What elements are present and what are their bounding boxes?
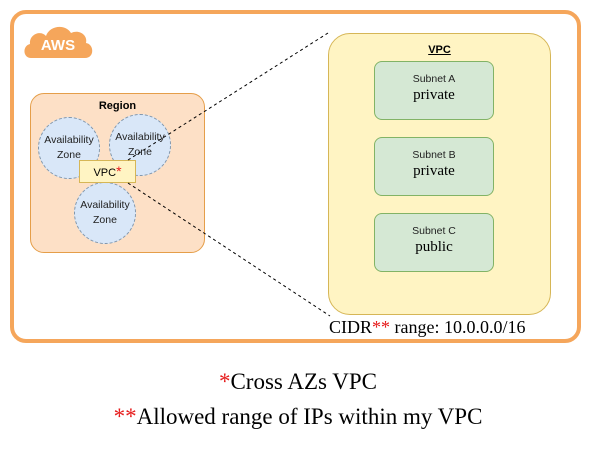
footnote-cross-az: *Cross AZs VPC [0,369,596,395]
footnote-text: Allowed range of IPs within my VPC [136,404,483,429]
cidr-range-label: CIDR** range: 10.0.0.0/16 [329,317,526,338]
connector-top-line [127,32,329,161]
cidr-range-text: range: 10.0.0.0/16 [390,317,526,337]
vpc-asterisk: * [116,163,122,179]
subnet-name: Subnet C [412,225,456,237]
subnet-type: private [413,163,455,179]
vpc-small-label: VPC [93,167,117,179]
subnet-type: public [415,239,453,255]
footnote-ip-range: **Allowed range of IPs within my VPC [0,404,596,430]
az-label-line2: Zone [93,214,117,226]
footnote-marker: * [218,369,231,394]
subnet-c: Subnet C public [374,213,494,272]
vpc-small-box: VPC* [79,160,136,183]
aws-cloud-icon: AWS [24,26,93,58]
subnet-name: Subnet B [412,149,456,161]
footnote-text: Cross AZs VPC [230,369,378,394]
aws-label: AWS [41,37,75,54]
subnet-type: private [413,87,455,103]
subnet-name: Subnet A [412,73,456,85]
cidr-asterisks: ** [372,317,391,337]
az-label-line1: Availability [80,199,130,211]
connector-bottom-line [127,182,331,317]
subnet-a: Subnet A private [374,61,494,120]
footnote-marker: ** [113,404,137,429]
region-label: Region [98,100,137,112]
subnet-b: Subnet B private [374,137,494,196]
az-label-line1: Availability [44,134,94,146]
cidr-prefix: CIDR [329,317,373,337]
az-label-line2: Zone [57,149,81,161]
vpc-detail-label: VPC [428,44,451,56]
az-label-line1: Availability [115,131,165,143]
